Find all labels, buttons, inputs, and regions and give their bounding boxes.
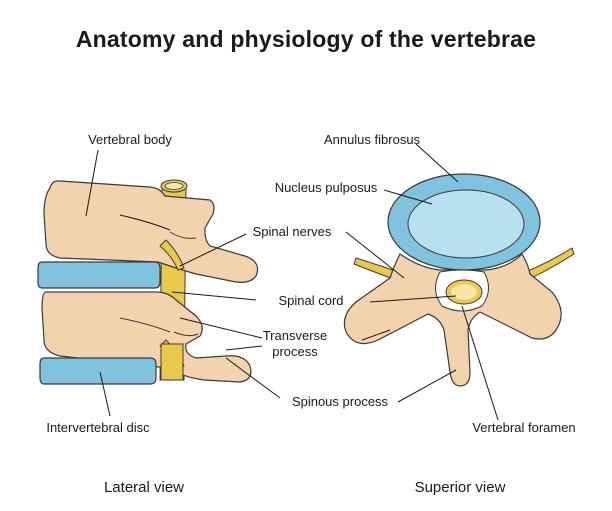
spinal-nerve-branch-upper — [159, 239, 185, 271]
superior-view — [343, 173, 575, 387]
nucleus-pulposus-shape — [407, 189, 525, 259]
label-intervertebral-disc: Intervertebral disc — [46, 420, 150, 435]
label-lateral-view: Lateral view — [104, 479, 184, 496]
label-spinal-cord: Spinal cord — [278, 293, 343, 308]
label-annulus-fibrosus: Annulus fibrosus — [324, 132, 421, 147]
label-spinous-process: Spinous process — [292, 394, 389, 409]
label-nucleus-pulposus: Nucleus pulposus — [275, 180, 378, 195]
lateral-view — [37, 179, 259, 385]
diagram-title: Anatomy and physiology of the vertebrae — [75, 26, 537, 52]
upper-vertebral-body — [43, 180, 259, 283]
label-spinal-nerves: Spinal nerves — [253, 224, 332, 239]
label-vertebral-foramen: Vertebral foramen — [472, 420, 575, 435]
label-vertebral-body: Vertebral body — [88, 132, 172, 147]
label-transverse-process-1: Transverse — [263, 328, 328, 343]
intervertebral-disc-lower — [39, 357, 157, 385]
label-superior-view: Superior view — [415, 479, 506, 496]
label-transverse-process-2: process — [272, 344, 318, 359]
intervertebral-disc-upper — [37, 261, 161, 289]
vertebra-arch-superior — [343, 253, 562, 387]
leader-lines — [85, 143, 499, 421]
